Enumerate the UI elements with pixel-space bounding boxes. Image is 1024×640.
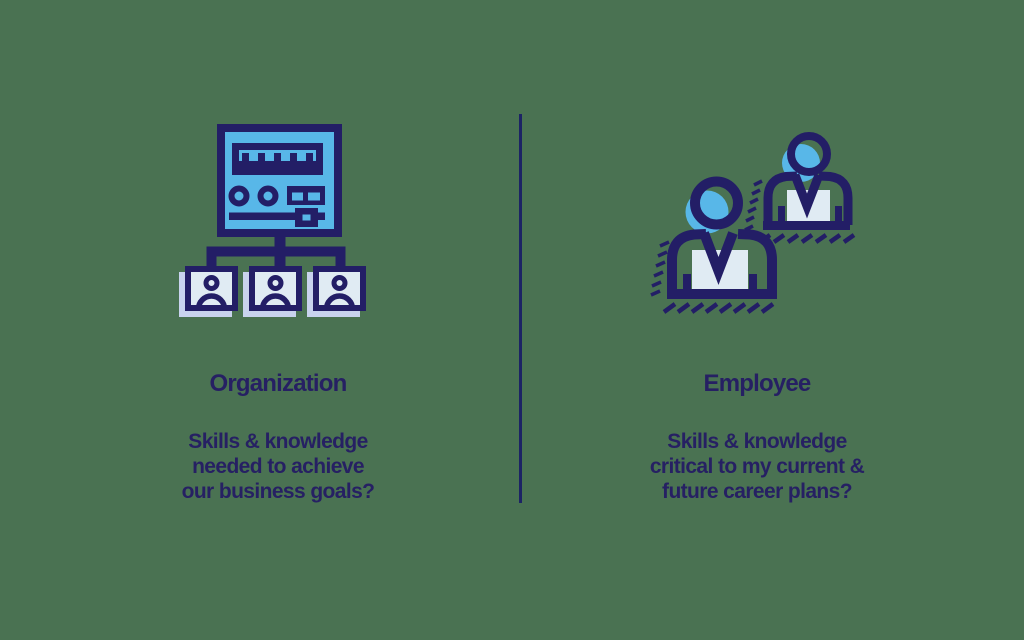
org-chart-dashboard-icon	[175, 115, 375, 320]
employee-description: Skills & knowledge critical to my curren…	[597, 429, 917, 504]
description-line: needed to achieve	[192, 455, 364, 478]
organization-description: Skills & knowledge needed to achieve our…	[118, 429, 438, 504]
collar-icon	[699, 231, 738, 286]
employee-card	[249, 266, 302, 311]
control-panel	[217, 124, 342, 237]
slider-track-icon	[229, 212, 325, 220]
ruler-scale-icon	[238, 153, 317, 169]
description-line: Skills & knowledge	[667, 430, 847, 453]
organization-title: Organization	[209, 370, 347, 397]
head-icon	[787, 132, 831, 176]
front-person-figure	[650, 176, 777, 314]
back-person-figure	[744, 132, 856, 244]
two-employees-svg	[650, 132, 856, 314]
description-line: critical to my current &	[649, 455, 865, 478]
org-tree-connectors	[206, 233, 346, 273]
head-icon	[690, 176, 743, 230]
description-line: our business goals?	[181, 480, 375, 503]
org-chart-dashboard-svg	[179, 124, 366, 317]
employee-card	[313, 266, 366, 311]
two-employees-icon	[650, 125, 880, 320]
knob-icon	[228, 185, 250, 207]
description-line: future career plans?	[662, 480, 853, 503]
vertical-divider	[519, 114, 522, 503]
knob-icon	[257, 185, 279, 207]
collar-icon	[790, 173, 824, 219]
employee-title: Employee	[703, 370, 812, 397]
description-line: Skills & knowledge	[188, 430, 368, 453]
employee-card	[185, 266, 238, 311]
